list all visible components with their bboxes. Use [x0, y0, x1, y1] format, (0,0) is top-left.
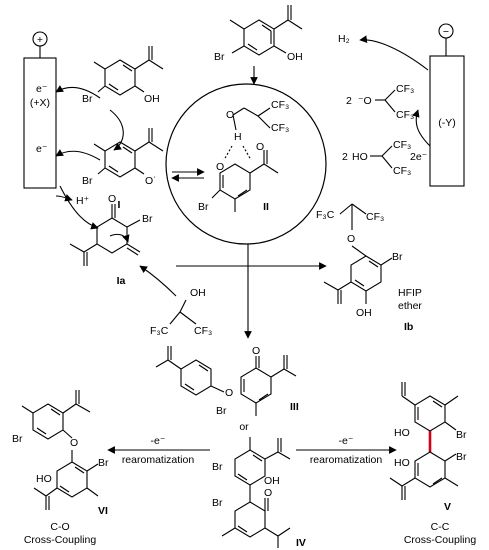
left-rearomatization: rearomatization [122, 454, 195, 466]
iii-br: Br [216, 405, 227, 417]
anode-e-1: e⁻ [36, 83, 47, 95]
anode-substrate-oh: OH [144, 93, 160, 105]
nuc-f3c: F₃C [150, 325, 169, 337]
label-V: V [444, 501, 451, 513]
hfip-anion-cf3-b: CF₃ [396, 109, 414, 121]
hfip-anion: H₂ 2 ⁻O CF₃ CF₃ [338, 33, 429, 121]
vi-o: O [70, 437, 78, 449]
radical-I-br: Br [82, 175, 93, 187]
nuc-cf3: CF₃ [194, 325, 212, 337]
ii-o-top: O [226, 109, 234, 121]
coef-anion: 2 [346, 95, 352, 107]
v-ho-b: HO [394, 457, 410, 469]
anode-substrate: Br OH [82, 46, 164, 105]
dienone-III: O O Br III [155, 345, 299, 417]
complex-II-circle [165, 83, 327, 245]
anode-terminal [32, 31, 48, 47]
vi-br-b: Br [98, 457, 109, 469]
h-plus: H⁺ [76, 195, 89, 207]
anode-e-2: e⁻ [36, 143, 47, 155]
cathode-h2: H₂ [338, 33, 350, 45]
cathode-2e: 2e⁻ [410, 151, 427, 163]
vi-ho: HO [36, 473, 52, 485]
iii-o: O [252, 345, 260, 357]
ib-o: O [347, 233, 355, 245]
v-ho-a: HO [394, 427, 410, 439]
nuc-oh: OH [190, 287, 206, 299]
product-VI: Br O HO Br VI C-O Cross-Coupling [12, 390, 109, 546]
iv-o: O [264, 487, 272, 499]
left-minus-e: -e⁻ [151, 435, 166, 447]
iii-o-bridge: O [225, 387, 233, 399]
ib-oh: OH [356, 307, 372, 319]
ii-cf3-b: CF₃ [271, 122, 289, 134]
v-br-a: Br [456, 429, 467, 441]
hfip: 2 HO CF₃ CF₃ [342, 139, 411, 177]
label-Ia: Ia [117, 275, 126, 287]
iv-br-b: Br [212, 497, 223, 509]
label-III: III [290, 401, 299, 413]
hfip-nucleophile: OH F₃C CF₃ [139, 265, 212, 337]
ii-o-right: O [256, 141, 264, 153]
ib-ether: ether [398, 300, 422, 312]
hfip-cf3-a: CF₃ [393, 139, 411, 151]
top-br: Br [214, 51, 225, 63]
right-minus-e: -e⁻ [339, 435, 354, 447]
ib-f3c: F₃C [316, 209, 335, 221]
or-label: or [239, 421, 249, 433]
ia-o: O [108, 193, 116, 205]
product-V: Br HO HO Br V C-C Cross-Coupling [389, 382, 477, 546]
ib-hfip: HFIP [398, 287, 422, 299]
ii-br: Br [198, 201, 209, 213]
vi-br-a: Br [12, 433, 23, 445]
iv-oh: OH [264, 475, 280, 487]
label-VI: VI [98, 505, 108, 517]
anode-electrode [23, 57, 57, 189]
hfip-ether-Ib: F₃C CF₃ O Br OH HFIP ether Ib [316, 203, 422, 333]
ib-br: Br [392, 251, 403, 263]
label-Ib: Ib [404, 321, 413, 333]
coef-hfip: 2 [342, 151, 348, 163]
quinone-methide-Ia: O Br Ia [69, 193, 153, 287]
hfip-anion-o: ⁻O [358, 95, 372, 107]
ii-h: H [234, 131, 242, 143]
cathode-terminal [438, 23, 454, 39]
complex-II: O CF₃ CF₃ H O O Br II [198, 99, 289, 213]
ii-o-left: O [216, 161, 224, 173]
caption-cc-2: Cross-Coupling [404, 534, 477, 546]
caption-co-2: Cross-Coupling [24, 534, 97, 546]
ib-cf3: CF₃ [366, 211, 384, 223]
caption-cc-1: C-C [431, 521, 450, 533]
cathode-label: (-Y) [438, 117, 456, 129]
label-I: I [118, 199, 121, 211]
top-oh: OH [287, 51, 303, 63]
radical-I: Br O˙ I [82, 128, 164, 211]
hfip-ho: HO [352, 151, 368, 163]
hfip-anion-cf3-a: CF₃ [396, 83, 414, 95]
label-IV: IV [296, 537, 306, 549]
caption-co-1: C-O [50, 521, 69, 533]
radical-I-o: O˙ [145, 175, 157, 187]
anode-sign: + [37, 34, 43, 46]
label-II: II [263, 201, 269, 213]
iv-br-a: Br [212, 461, 223, 473]
cathode-electrode [429, 55, 465, 187]
cathode-sign: − [443, 26, 449, 38]
anode: + (+X) [23, 31, 57, 189]
hfip-cf3-b: CF₃ [393, 165, 411, 177]
ii-cf3-a: CF₃ [271, 99, 289, 111]
anode-substrate-br: Br [82, 93, 93, 105]
top-substrate: Br OH [214, 5, 303, 63]
cathode: − (-Y) [429, 23, 465, 187]
anode-label: (+X) [30, 97, 50, 109]
v-br-b: Br [456, 451, 467, 463]
dimer-IV: OH Br O Br IV [212, 437, 306, 549]
right-rearomatization: rearomatization [310, 454, 383, 466]
ia-br: Br [142, 213, 153, 225]
